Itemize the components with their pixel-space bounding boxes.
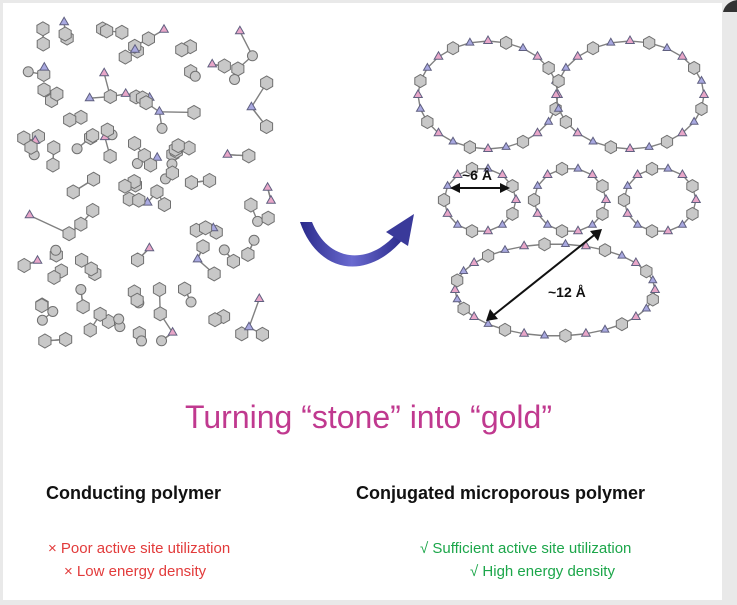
conducting-polymer-points: × Poor active site utilization × Low ene… <box>48 537 230 583</box>
figure-card <box>3 3 722 600</box>
point-high-density: √ High energy density <box>470 563 615 580</box>
point-poor-utilization: × Poor active site utilization <box>48 540 231 557</box>
large-pore-label: ~12 Å <box>548 284 586 300</box>
conducting-polymer-title: Conducting polymer <box>46 483 221 503</box>
point-low-density: × Low energy density <box>64 563 207 580</box>
point-sufficient-utilization: √ Sufficient active site utilization <box>420 540 632 557</box>
headline: Turning “stone” into “gold” <box>185 399 552 435</box>
conversion-arrow-icon <box>300 214 414 267</box>
cmp-points: √ Sufficient active site utilization √ H… <box>420 537 631 583</box>
cmp-title: Conjugated microporous polymer <box>356 483 646 503</box>
small-pore-label: ~6 Å <box>462 167 492 183</box>
microporous-polymer-network <box>412 34 710 343</box>
corner-tab-icon <box>723 0 737 12</box>
small-pore-dimension: ~6 Å <box>450 167 510 193</box>
disordered-polymer-network <box>17 16 277 349</box>
large-pore-dimension: ~12 Å <box>486 229 602 321</box>
